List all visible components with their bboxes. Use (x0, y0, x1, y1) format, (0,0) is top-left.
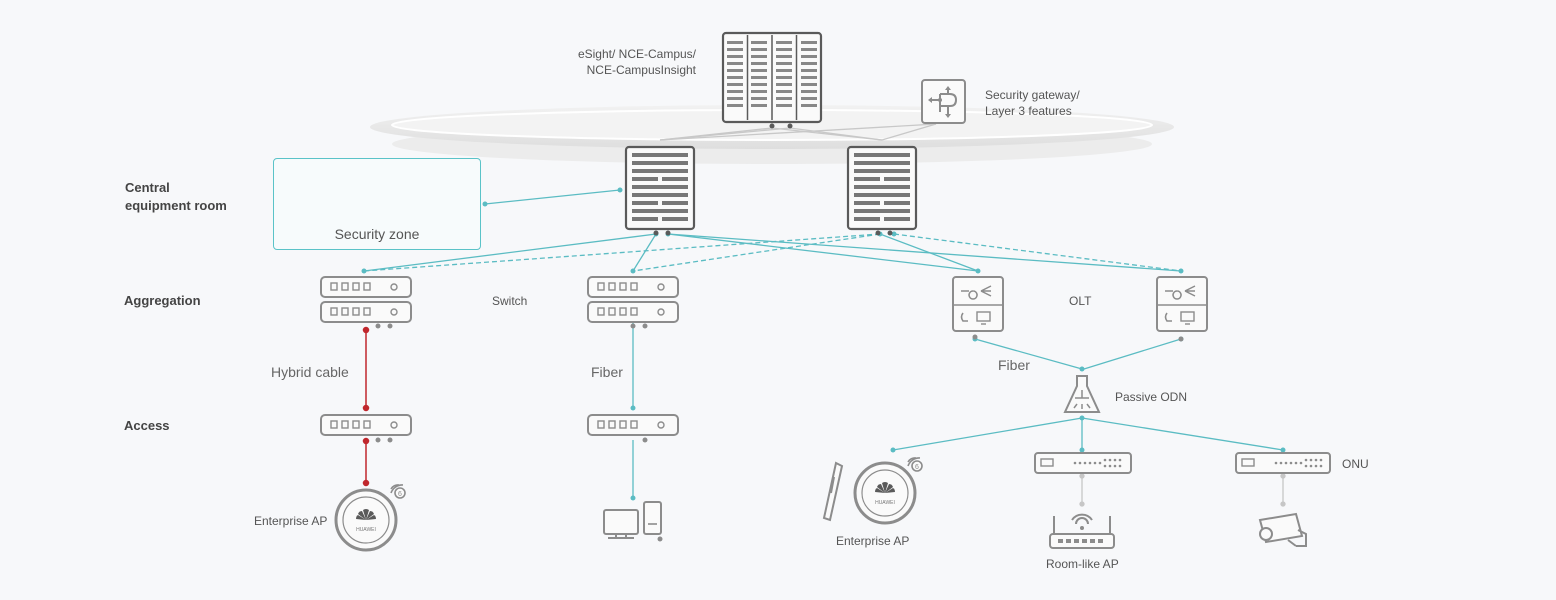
security-gateway-label-line1: Security gateway/ (985, 88, 1080, 102)
management-label-line2: NCE-CampusInsight (586, 63, 696, 77)
security-zone: Security zone (273, 158, 481, 250)
room-like-ap-icon (1049, 513, 1115, 549)
core-switch-left-icon (624, 145, 696, 236)
wifi-signal-icon: 6 (907, 457, 923, 472)
wifi-signal-icon: 6 (390, 484, 406, 499)
passive-odn-icon (1063, 375, 1101, 413)
management-label-line1: eSight/ NCE-Campus/ (577, 47, 696, 61)
row-label-central-line1: Central (125, 180, 170, 195)
enterprise-ap-right-icon: HUAWEI (853, 461, 917, 525)
core-switch-right-icon (846, 145, 918, 236)
hybrid-cable-label: Hybrid cable (271, 364, 349, 380)
security-gateway-label: Security gateway/ Layer 3 features (985, 87, 1080, 119)
antenna-icon (822, 461, 844, 522)
svg-text:6: 6 (398, 491, 402, 498)
olt-left-icon (952, 276, 1004, 340)
pc-icon (603, 501, 663, 542)
access-switch-left-icon (320, 414, 412, 443)
onu-label: ONU (1342, 457, 1369, 471)
enterprise-ap-right-label: Enterprise AP (836, 534, 910, 548)
enterprise-ap-left-icon: HUAWEI (334, 488, 398, 552)
olt-label: OLT (1069, 294, 1092, 308)
management-server-icon (721, 31, 823, 129)
row-label-central: Central equipment room (125, 179, 227, 215)
security-zone-title: Security zone (334, 226, 420, 242)
aggregation-switch-middle-icon (587, 276, 679, 329)
fiber-label-right: Fiber (998, 357, 1030, 373)
fiber-label-left: Fiber (591, 364, 623, 380)
onu-right-icon (1235, 452, 1331, 474)
onu-middle-icon (1034, 452, 1132, 474)
row-label-aggregation: Aggregation (124, 293, 201, 308)
passive-odn-label: Passive ODN (1115, 390, 1188, 404)
olt-right-icon (1156, 276, 1208, 342)
link-dots (361, 187, 1286, 501)
aggregation-links (363, 189, 1284, 498)
enterprise-ap-left-label: Enterprise AP (254, 514, 328, 528)
security-gateway-label-line2: Layer 3 features (985, 104, 1072, 118)
room-like-ap-label: Room-like AP (1046, 557, 1119, 571)
row-label-central-line2: equipment room (125, 198, 227, 213)
svg-text:6: 6 (915, 464, 919, 471)
access-switch-middle-icon (587, 414, 679, 443)
svg-text:HUAWEI: HUAWEI (875, 500, 895, 506)
svg-text:HUAWEI: HUAWEI (356, 527, 376, 533)
hybrid-cable-links (362, 326, 370, 487)
security-gateway-icon (921, 79, 966, 124)
aggregation-switch-left-icon (320, 276, 412, 329)
onu-drop-links (1079, 473, 1286, 507)
camera-icon (1258, 512, 1307, 547)
core-links (659, 123, 937, 141)
row-label-access: Access (124, 418, 170, 433)
management-label: eSight/ NCE-Campus/ NCE-CampusInsight (556, 46, 696, 78)
switch-label: Switch (492, 294, 528, 308)
